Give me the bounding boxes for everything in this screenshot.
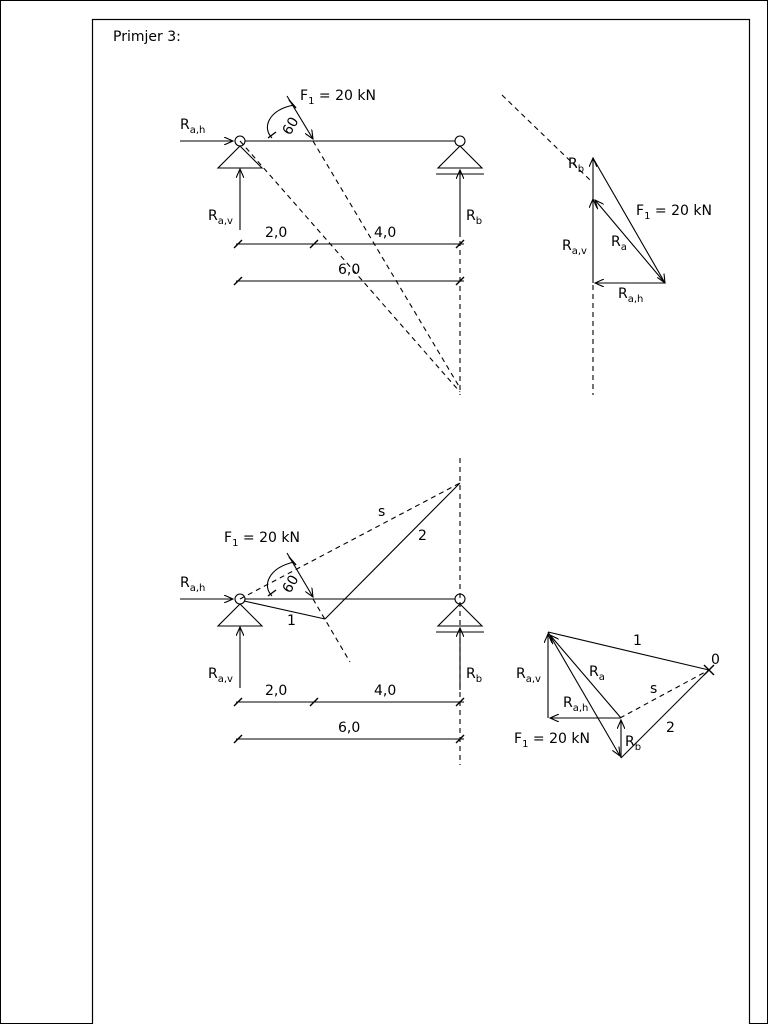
polygon2-pole-tick-b [703,664,715,676]
polygon1-ra-label: Ra [611,234,627,253]
dim-tick-2a [233,697,243,707]
support-b-pin-1 [454,135,466,147]
angle-tick-2a [288,556,297,566]
ray-1-label-2: 1 [287,613,296,629]
dim-tick-1b [309,239,319,249]
dim-total-label-2: 6,0 [338,720,360,736]
sheet-frame [91,18,751,1024]
force-f1-label-2: F1 = 20 kN [224,530,300,549]
angle-arc-2 [267,561,295,597]
polygon2-f1-label: F1 = 20 kN [514,731,590,750]
reaction-b-label-2: Rb [466,666,482,685]
dim-tick-2d [233,734,243,744]
dim-right-label-1: 4,0 [374,225,396,241]
reaction-av-label-2: Ra,v [208,666,233,685]
funicular-ray-2 [324,482,461,620]
reaction-ah-label-1: Ra,h [180,117,205,136]
force-polygon-2: 1 0 Ra,v Ra s Ra,h 2 F1 = 20 kN Rb [514,631,720,759]
ray-2-label-2: 2 [418,528,427,544]
polygon2-ray-s [619,669,710,719]
angle-label-2: 60 [280,573,303,596]
dim-total-label-1: 6,0 [338,262,360,278]
polygon2-rah-label: Ra,h [563,695,588,714]
dim-right-label-2: 4,0 [374,683,396,699]
reaction-b-label-1: Rb [466,208,482,227]
dim-tick-1e [455,276,465,286]
polygon2-rav-label: Ra,v [516,666,541,685]
force-f1-label-1: F1 = 20 kN [300,88,376,107]
dim-tick-1d [233,276,243,286]
polygon2-ra-arrow [550,635,622,719]
force-line-dashed-2 [312,598,351,663]
reaction-av-label-1: Ra,v [208,208,233,227]
dim-tick-2e [455,734,465,744]
polygon1-ra-arrow [595,200,666,284]
funicular-closing-line-s [239,482,461,600]
dim-left-label-1: 2,0 [265,225,287,241]
angle-tick-1b [267,131,277,139]
force-line-dashed-1 [312,140,461,389]
dim-tick-1a [233,239,243,249]
support-b-triangle-2 [436,603,484,627]
page-heading: Primjer 3: [113,29,181,45]
closing-line-dashed-1 [239,140,461,393]
beam-diagram-2: F1 = 20 kN 60 s 2 1 Ra,h Ra,v Rb 2,0 4,0… [180,458,484,765]
force-polygon-1: Rb F1 = 20 kN Ra Ra,v Ra,h [501,94,712,395]
polygon1-rb-label: Rb [568,156,584,175]
angle-tick-2b [267,589,277,597]
polygon2-ray-2-label: 2 [666,720,675,736]
polygon1-rav-label: Ra,v [562,238,587,257]
angle-tick-1a [288,99,297,109]
polygon1-direction-dashed [501,94,591,181]
reaction-ah-label-2: Ra,h [180,575,205,594]
polygon1-f1-arrow [592,157,665,283]
polygon1-rah-label: Ra,h [618,286,643,305]
polygon2-ray-2 [620,669,710,759]
angle-arc-1 [267,104,295,139]
support-b-triangle-1 [436,145,484,169]
dim-tick-1c [455,239,465,249]
angle-label-1: 60 [280,115,303,138]
dim-tick-2b [309,697,319,707]
polygon2-rb-label: Rb [625,734,641,753]
polygon2-ray-s-label: s [650,681,657,697]
ray-s-label-2: s [378,504,385,520]
polygon2-ra-label: Ra [589,664,605,683]
polygon1-f1-label: F1 = 20 kN [636,203,712,222]
funicular-ray-1 [243,600,326,620]
dim-tick-2c [455,697,465,707]
polygon2-f1-arrow [547,631,620,756]
polygon2-pole-label: 0 [711,652,720,668]
beam-diagram-1: F1 = 20 kN 60 Ra,h Ra,v Rb 2,0 4,0 6,0 [180,88,484,395]
polygon2-ray-1-label: 1 [633,633,642,649]
polygon2-ray-1 [547,631,710,671]
dim-left-label-2: 2,0 [265,683,287,699]
